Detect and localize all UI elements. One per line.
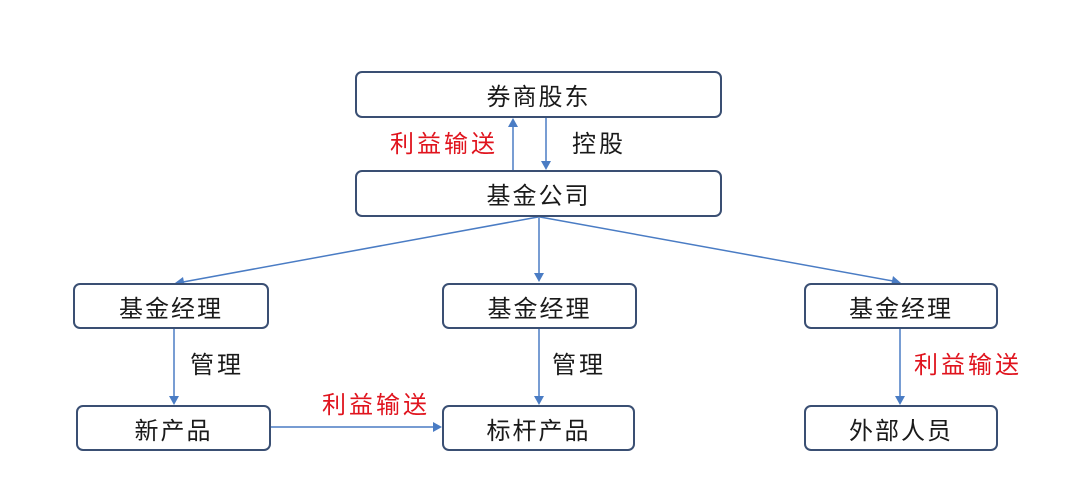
node-fund-manager-center: 基金经理 [442, 283, 637, 329]
arrowhead-manager-center-to-benchmark [534, 396, 544, 405]
arrowhead-broker-to-fund [541, 161, 551, 170]
node-benchmark-product: 标杆产品 [442, 405, 635, 451]
arrowhead-manager-right-to-outsider [895, 396, 905, 405]
node-fund-manager-right: 基金经理 [804, 283, 998, 329]
label-manage-center: 管理 [552, 351, 606, 379]
arrow-fund-to-manager-left [182, 216, 539, 283]
label-benefit-transfer-right: 利益输送 [914, 351, 1022, 379]
node-fund-company: 基金公司 [355, 170, 722, 217]
node-fund-manager-left: 基金经理 [73, 283, 269, 329]
label-holding-control: 控股 [572, 130, 626, 158]
node-broker-shareholder: 券商股东 [355, 71, 722, 118]
arrowhead-fund-to-manager-center [534, 273, 544, 282]
arrow-fund-to-manager-right [539, 216, 894, 282]
arrowhead-manager-left-to-new-product [169, 396, 179, 405]
arrowhead-new-product-to-benchmark [433, 422, 442, 432]
node-outsider: 外部人员 [804, 405, 998, 451]
node-new-product: 新产品 [76, 405, 271, 451]
label-manage-left: 管理 [190, 351, 244, 379]
label-benefit-transfer-bottom: 利益输送 [322, 391, 430, 419]
label-benefit-transfer-top: 利益输送 [390, 130, 498, 158]
arrowhead-fund-to-broker [508, 118, 518, 127]
